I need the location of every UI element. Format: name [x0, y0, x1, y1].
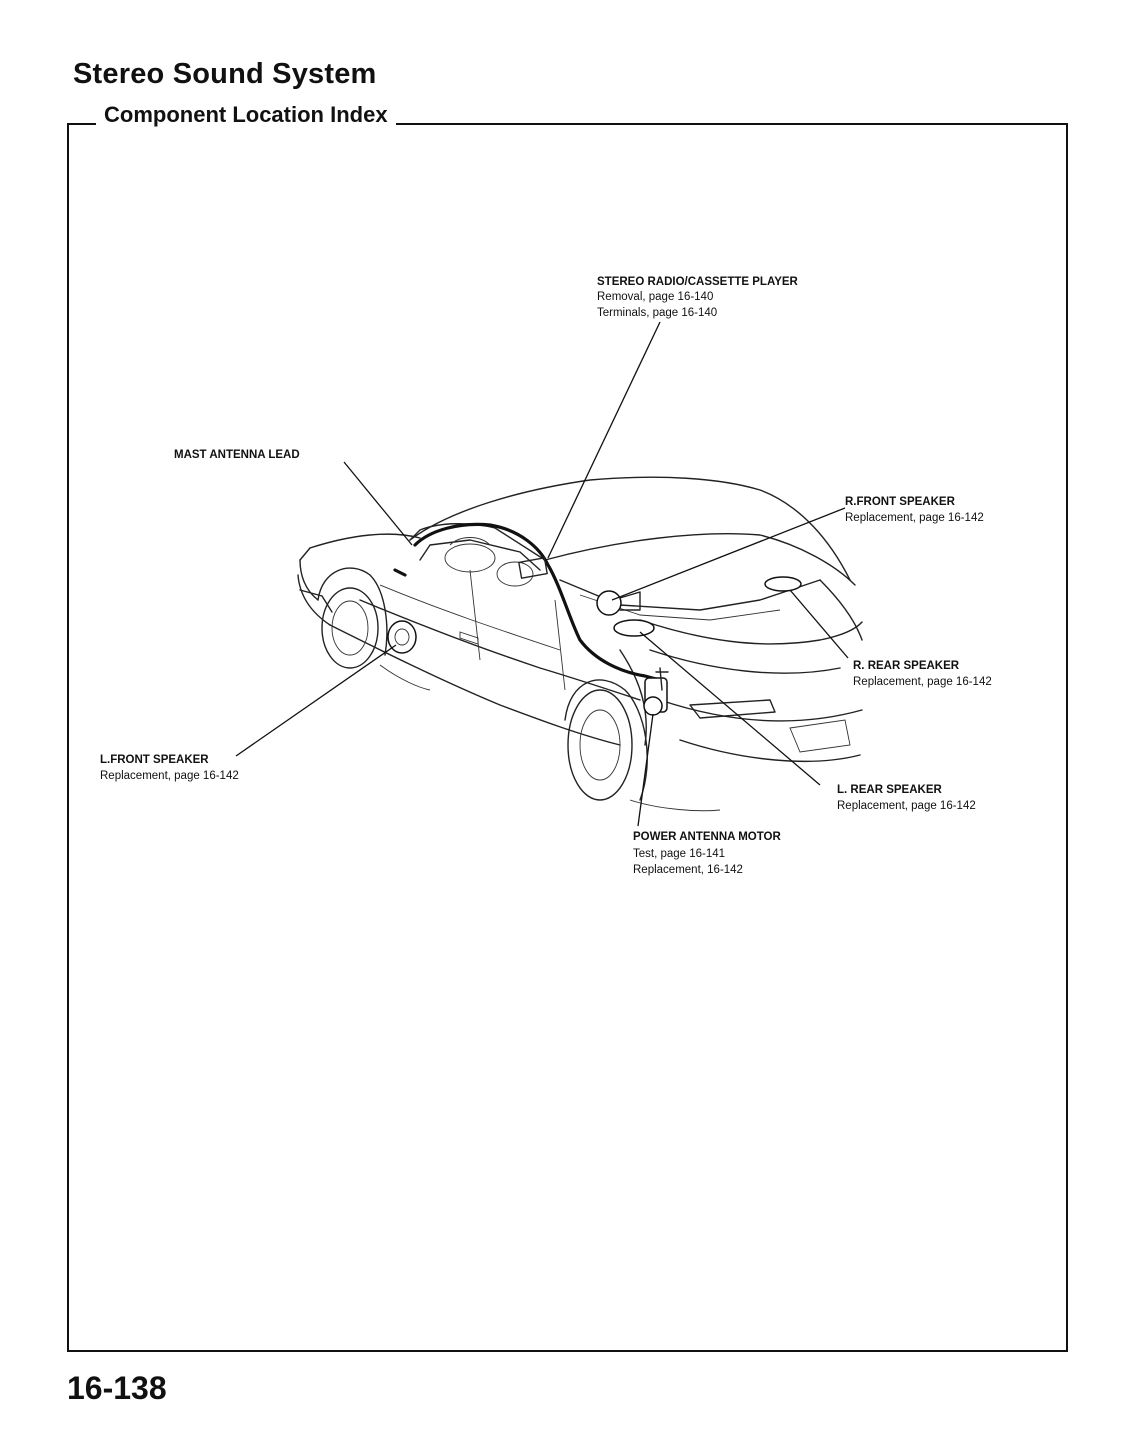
- l-rear-speaker-icon: [613, 619, 655, 637]
- callout-mast-antenna-name: MAST ANTENNA LEAD: [174, 449, 300, 461]
- callout-l-rear-speaker: L. REAR SPEAKER Replacement, page 16-142: [837, 784, 976, 812]
- leader-r-rear-speaker: [789, 589, 849, 659]
- front-wire: [393, 568, 407, 577]
- car-illustration: [297, 476, 863, 812]
- callout-power-antenna: POWER ANTENNA MOTOR Test, page 16-141 Re…: [633, 831, 781, 876]
- callout-stereo-radio-name: STEREO RADIO/CASSETTE PLAYER: [597, 276, 799, 288]
- section-subtitle: Component Location Index: [96, 102, 396, 128]
- callout-power-antenna-name: POWER ANTENNA MOTOR: [633, 831, 781, 843]
- callout-r-rear-speaker-name: R. REAR SPEAKER: [853, 660, 960, 672]
- r-rear-speaker-icon: [764, 576, 802, 592]
- page-number: 16-138: [67, 1370, 167, 1406]
- leader-l-front-speaker: [235, 644, 397, 757]
- callout-power-antenna-line-2: Replacement, 16-142: [633, 864, 743, 876]
- callout-l-front-speaker-line-1: Replacement, page 16-142: [100, 770, 239, 782]
- leader-power-antenna: [637, 713, 654, 827]
- diagram-frame: [67, 123, 1068, 1352]
- callout-l-front-speaker: L.FRONT SPEAKER Replacement, page 16-142: [100, 754, 239, 782]
- callout-stereo-radio-line-1: Removal, page 16-140: [597, 291, 713, 303]
- callout-r-front-speaker-line-1: Replacement, page 16-142: [845, 512, 984, 524]
- leader-r-front-speaker: [611, 507, 846, 601]
- callout-r-rear-speaker-line-1: Replacement, page 16-142: [853, 676, 992, 688]
- callout-r-front-speaker: R.FRONT SPEAKER Replacement, page 16-142: [845, 496, 984, 524]
- callout-r-front-speaker-name: R.FRONT SPEAKER: [845, 496, 956, 508]
- callout-r-rear-speaker: R. REAR SPEAKER Replacement, page 16-142: [853, 660, 992, 688]
- page-title: Stereo Sound System: [73, 58, 377, 90]
- antenna-wire: [413, 522, 662, 682]
- leader-mast-antenna: [343, 461, 413, 546]
- callout-stereo-radio-line-2: Terminals, page 16-140: [597, 307, 717, 319]
- callout-l-front-speaker-name: L.FRONT SPEAKER: [100, 754, 209, 766]
- r-front-speaker-icon: [596, 590, 641, 616]
- callout-l-rear-speaker-name: L. REAR SPEAKER: [837, 784, 942, 796]
- leader-l-rear-speaker: [639, 631, 821, 786]
- callout-power-antenna-line-1: Test, page 16-141: [633, 848, 725, 860]
- stereo-unit-icon: [518, 557, 548, 579]
- callout-mast-antenna: MAST ANTENNA LEAD: [174, 449, 300, 461]
- leader-stereo-radio: [547, 321, 661, 559]
- callout-stereo-radio: STEREO RADIO/CASSETTE PLAYER Removal, pa…: [597, 276, 799, 319]
- callout-l-rear-speaker-line-1: Replacement, page 16-142: [837, 800, 976, 812]
